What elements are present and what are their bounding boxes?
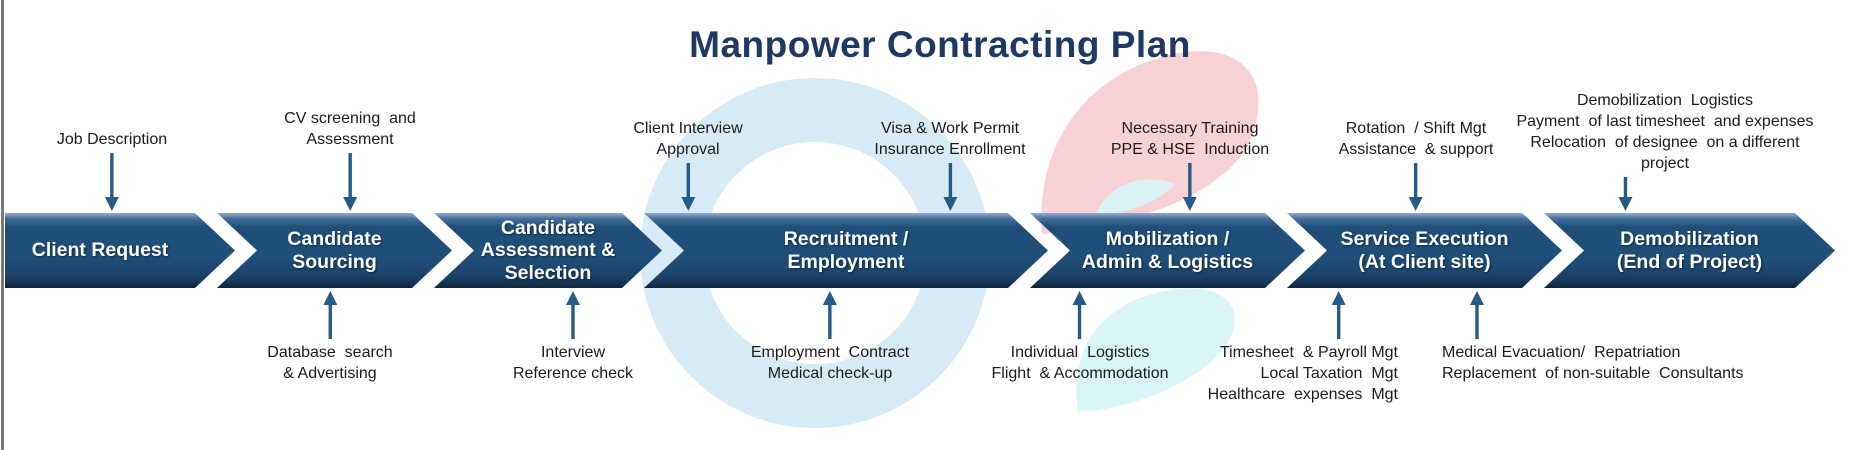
annotation-text: Rotation / Shift Mgt Assistance & suppor…: [1338, 119, 1494, 158]
annotation-text: Demobilization Logistics Payment of last…: [1516, 91, 1814, 172]
page-title: Manpower Contracting Plan: [689, 24, 1191, 65]
stage-label: Demobilization (End of Project): [1616, 227, 1763, 273]
annotation-rotation-shift-mgt: Rotation / Shift Mgt Assistance & suppor…: [1338, 118, 1494, 211]
annotation-text: Client Interview Approval: [633, 119, 743, 158]
annotation-timesheet-payroll: Timesheet & Payroll Mgt Local Taxation M…: [1208, 291, 1398, 405]
slide-left-border: [1, 0, 4, 450]
down-arrow-icon: [105, 153, 119, 211]
annotation-text: Visa & Work Permit Insurance Enrollment: [874, 119, 1026, 158]
stage-chevron-mobilization-admin-logistics: Mobilization / Admin & Logistics: [1030, 213, 1305, 288]
up-arrow-icon: [323, 291, 337, 339]
watermark-pink-petal: [1041, 51, 1259, 235]
annotation-demobilization-logistics: Demobilization Logistics Payment of last…: [1516, 90, 1814, 211]
stage-label: Service Execution (At Client site): [1340, 227, 1509, 273]
stage-chevron-demobilization: Demobilization (End of Project): [1544, 213, 1835, 288]
stage-label: Client Request: [31, 239, 169, 262]
annotation-database-search: Database search & Advertising: [267, 291, 393, 384]
stage-label: Recruitment / Employment: [783, 227, 909, 273]
up-arrow-icon: [1470, 291, 1484, 339]
annotation-individual-logistics: Individual Logistics Flight & Accommodat…: [991, 291, 1169, 384]
annotation-text: Necessary Training PPE & HSE Induction: [1110, 119, 1270, 158]
up-arrow-icon: [823, 291, 837, 339]
up-arrow-icon: [1073, 291, 1087, 339]
annotation-employment-contract: Employment Contract Medical check-up: [751, 291, 909, 384]
annotation-visa-work-permit: Visa & Work Permit Insurance Enrollment: [874, 118, 1026, 211]
annotation-text: Medical Evacuation/ Repatriation Replace…: [1442, 344, 1744, 383]
down-arrow-icon: [1618, 177, 1632, 211]
annotation-text: Timesheet & Payroll Mgt Local Taxation M…: [1207, 344, 1398, 404]
stage-label: Candidate Assessment & Selection: [480, 216, 616, 284]
annotation-text: Employment Contract Medical check-up: [750, 344, 910, 383]
stage-label: Mobilization / Admin & Logistics: [1081, 227, 1254, 273]
annotation-text: Interview Reference check: [512, 344, 634, 383]
stage-label: Candidate Sourcing: [287, 227, 382, 273]
annotation-medical-evacuation: Medical Evacuation/ Repatriation Replace…: [1442, 291, 1744, 384]
up-arrow-icon: [1332, 291, 1346, 339]
watermark-cyan-leaf: [1096, 179, 1176, 214]
down-arrow-icon: [342, 153, 357, 211]
stage-chevron-client-request: Client Request: [5, 213, 235, 288]
down-arrow-icon: [681, 163, 695, 211]
annotation-job-description: Job Description: [57, 129, 167, 211]
up-arrow-icon: [566, 291, 580, 339]
annotation-text: Database search & Advertising: [267, 344, 393, 383]
annotation-necessary-training: Necessary Training PPE & HSE Induction: [1111, 118, 1269, 211]
down-arrow-icon: [943, 163, 957, 211]
annotation-interview-reference-check: Interview Reference check: [513, 291, 633, 384]
annotation-text: CV screening and Assessment: [284, 109, 416, 148]
stage-chevron-service-execution: Service Execution (At Client site): [1287, 213, 1562, 288]
watermark-cyan-swoosh: [1076, 288, 1235, 412]
stage-chevron-recruitment-employment: Recruitment / Employment: [644, 213, 1048, 288]
annotation-text: Job Description: [56, 130, 168, 148]
annotation-client-interview-approval: Client Interview Approval: [633, 118, 743, 211]
down-arrow-icon: [1183, 163, 1197, 211]
down-arrow-icon: [1409, 163, 1423, 211]
annotation-cv-screening: CV screening and Assessment: [284, 108, 416, 211]
annotation-text: Individual Logistics Flight & Accommodat…: [991, 344, 1169, 383]
